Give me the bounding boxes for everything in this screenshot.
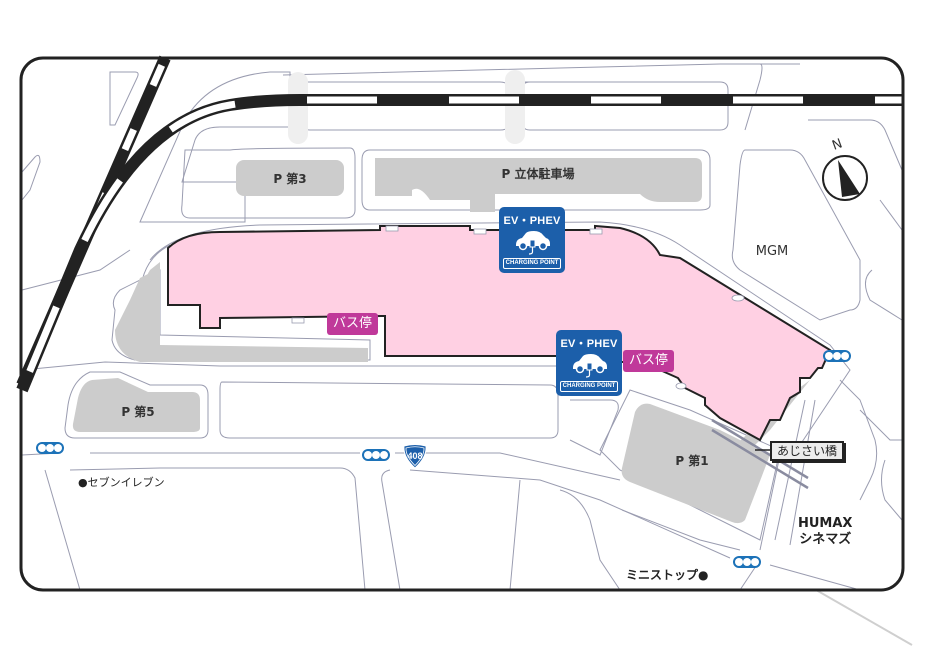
traffic-signal-icon <box>823 350 851 362</box>
traffic-signal-icon <box>36 442 64 454</box>
landmark-humax-cinemas: HUMAX シネマズ <box>798 516 852 548</box>
landmark-seven-eleven: ●セブンイレブン <box>78 476 165 489</box>
ev-charging-point-north[interactable]: EV・PHEV CHARGING POINT <box>499 207 565 273</box>
humax-line2: シネマズ <box>799 532 852 547</box>
north-arrow-icon: N <box>822 136 868 201</box>
map-frame <box>19 56 905 592</box>
ev-title: EV・PHEV <box>503 215 561 227</box>
parking-lot-p3 <box>236 160 344 196</box>
entrance-marker <box>473 228 487 235</box>
landmark-ministop: ミニストップ● <box>626 568 709 582</box>
parking-label-multilevel: P 立体駐車場 <box>502 166 575 181</box>
entrance-marker <box>731 294 745 302</box>
entrance-marker <box>589 228 603 235</box>
national-route-shield-icon: 408 <box>403 444 427 469</box>
crossing-pill <box>288 72 308 144</box>
crossing-pill <box>505 70 525 144</box>
parking-lot-p1 <box>621 403 770 524</box>
ev-subtitle: CHARGING POINT <box>503 258 561 269</box>
parking-label-p1: P 第1 <box>675 453 708 468</box>
entrance-marker <box>675 382 687 390</box>
parking-label-p5: P 第5 <box>121 404 154 419</box>
bridge-callout: あじさい橋 <box>770 441 845 461</box>
landmark-mgm: MGM <box>756 244 789 259</box>
bridge-line <box>711 418 809 480</box>
ev-car-plug-icon <box>573 354 607 378</box>
bus-terminal-area-2 <box>145 262 160 295</box>
ev-charging-point-south[interactable]: EV・PHEV CHARGING POINT <box>556 330 622 396</box>
entrance-marker <box>291 317 305 324</box>
bus-stop-east[interactable]: バス停 <box>623 350 675 372</box>
railway <box>16 55 903 393</box>
bus-stop-west[interactable]: バス停 <box>327 313 379 335</box>
parking-label-p3: P 第3 <box>273 171 306 186</box>
humax-line1: HUMAX <box>798 516 853 531</box>
bridge-line <box>711 428 809 490</box>
bus-terminal-area <box>115 268 368 362</box>
ev-subtitle: CHARGING POINT <box>560 381 618 392</box>
entrance-marker <box>385 225 399 232</box>
ev-car-plug-icon <box>516 231 550 255</box>
parking-lot-p5 <box>72 378 200 432</box>
ev-title: EV・PHEV <box>560 338 618 350</box>
traffic-signal-icon <box>733 556 761 568</box>
route-number: 408 <box>407 451 422 461</box>
parking-lot-multilevel <box>375 158 702 212</box>
traffic-signal-icon <box>362 449 390 461</box>
svg-text:N: N <box>830 136 844 153</box>
